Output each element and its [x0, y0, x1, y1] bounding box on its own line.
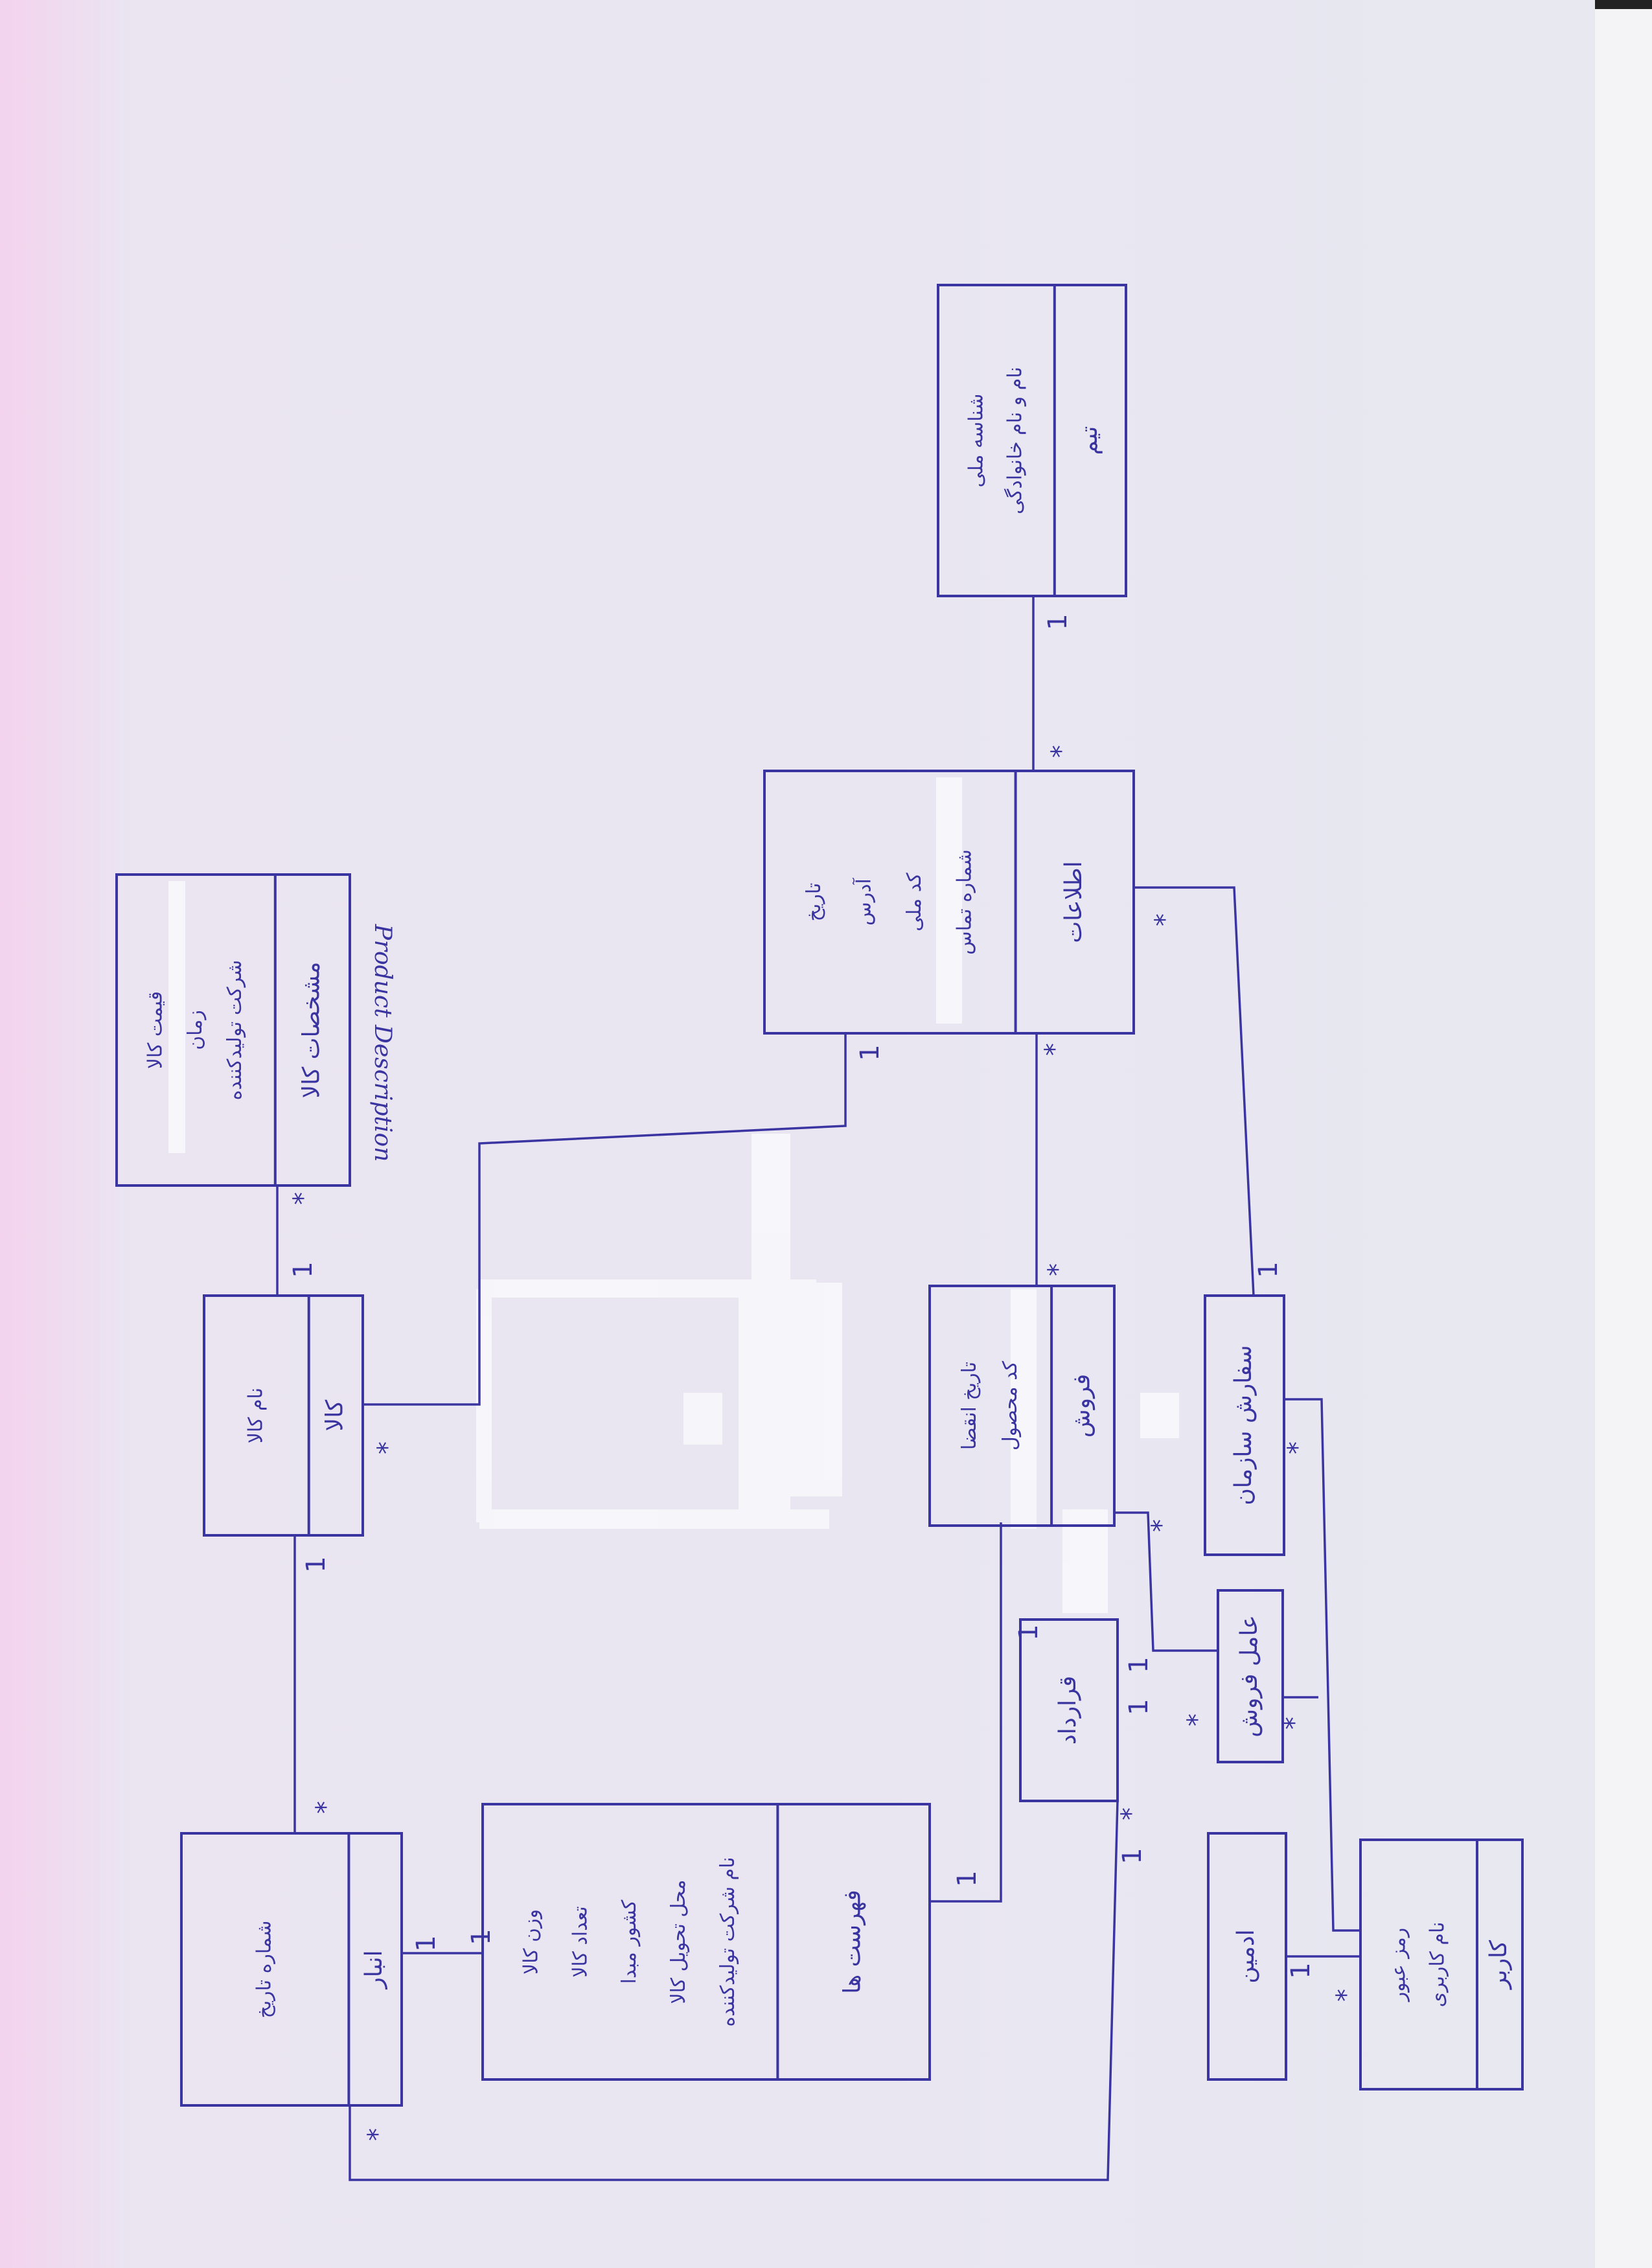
class-attribute: تعداد کالا: [569, 1906, 591, 1977]
multiplicity-label: 1: [288, 1261, 318, 1277]
class-attribute: زمان: [184, 1010, 207, 1050]
multiplicity-label: 1: [1286, 1962, 1316, 1978]
class-attribute: شناسه ملی: [965, 393, 987, 487]
association-line: [1284, 1398, 1360, 1932]
class-attribute: نام کاربری: [1427, 1922, 1449, 2008]
multiplicity-label: *: [1331, 1989, 1361, 2002]
class-attribute: رمز عبور: [1388, 1928, 1410, 2003]
class-title: کالا: [321, 1399, 348, 1432]
class-attribute: نام شرکت تولیدکننده: [717, 1857, 739, 2026]
class-note: Product Description: [369, 924, 396, 1162]
class-title: انبار: [361, 1950, 387, 1989]
class-box-c9: [180, 1832, 403, 2107]
correction-fluid-marks: [168, 777, 1179, 1613]
class-title: ادمین: [1233, 1929, 1259, 1984]
class-border: [481, 1803, 931, 2081]
class-box-c2: [763, 770, 1135, 1035]
multiplicity-label: *: [1040, 1043, 1070, 1056]
class-attribute: شرکت تولیدکننده: [224, 960, 246, 1101]
class-box-c8: [1019, 1618, 1119, 1802]
multiplicity-label: *: [1279, 1717, 1309, 1730]
class-title: فهرست ها: [840, 1890, 866, 1994]
class-border: [180, 1832, 403, 2107]
class-box-c10: [481, 1803, 931, 2081]
multiplicity-label: *: [311, 1801, 341, 1814]
class-attribute: تاریخ: [803, 883, 825, 922]
association-line: [349, 1800, 1119, 2181]
multiplicity-label: 1: [855, 1044, 885, 1060]
multiplicity-label: 1: [952, 1870, 982, 1886]
multiplicity-label: 1: [1043, 613, 1073, 630]
class-attribute: محل تحویل کالا: [667, 1879, 690, 2004]
multiplicity-label: *: [373, 1441, 402, 1454]
class-attribute: کد محصول: [999, 1360, 1022, 1450]
scan-edge: [1595, 0, 1652, 9]
class-title: تیم: [1076, 426, 1103, 455]
association-line: [1114, 1511, 1218, 1652]
class-border: [1019, 1618, 1119, 1802]
class-border: [1359, 1838, 1524, 2090]
class-title: فروش: [1069, 1374, 1096, 1438]
class-title: عامل فروش: [1236, 1615, 1263, 1737]
multiplicity-label: 1: [466, 1929, 496, 1945]
class-attribute: آدرس: [853, 877, 876, 925]
class-border: [928, 1285, 1116, 1527]
association-line: [363, 1033, 847, 1406]
multiplicity-label: *: [1043, 1263, 1073, 1276]
class-border: [203, 1294, 364, 1537]
multiplicity-label: *: [1147, 1519, 1176, 1532]
class-title: کاربر: [1486, 1940, 1512, 1990]
multiplicity-label: *: [1116, 1807, 1146, 1820]
class-attribute: وزن کالا: [520, 1909, 542, 1975]
multiplicity-label: *: [1150, 913, 1180, 926]
multiplicity-label: *: [1046, 745, 1076, 758]
class-attribute: قیمت کالا: [144, 991, 167, 1069]
multiplicity-label: *: [363, 2128, 393, 2141]
multiplicity-label: 1: [411, 1935, 441, 1951]
multiplicity-label: 1: [1124, 1656, 1154, 1673]
class-box-c4: [203, 1294, 364, 1537]
class-attribute: کد ملی: [903, 873, 926, 932]
class-title: سفارش سازمان: [1230, 1345, 1257, 1505]
class-box-c7: [1217, 1589, 1284, 1763]
class-box-c6: [1204, 1294, 1285, 1556]
class-box-c3: [115, 873, 351, 1187]
class-attribute: نام کالا: [244, 1388, 267, 1443]
paper-edge: [1595, 0, 1652, 2268]
class-title: مشخصات کالا: [298, 962, 325, 1099]
class-attribute: کشور مبدا: [618, 1899, 641, 1984]
association-line: [930, 1522, 1002, 1903]
class-box-c1: [937, 284, 1127, 597]
multiplicity-label: 1: [1014, 1624, 1044, 1640]
multiplicity-label: *: [288, 1192, 318, 1205]
class-border: [1217, 1589, 1284, 1763]
class-title: قرارداد: [1055, 1676, 1081, 1745]
association-lines: [276, 596, 1360, 2181]
class-attribute: شماره تاریخ: [253, 1920, 276, 2018]
class-title: اطلاعات: [1061, 861, 1087, 943]
class-border: [115, 873, 351, 1187]
class-border: [937, 284, 1127, 597]
class-attribute: شماره تماس: [954, 849, 976, 955]
class-attribute: تاریخ انقضا: [958, 1362, 981, 1450]
association-line: [1134, 886, 1255, 1296]
class-attribute: نام و نام خانوادگی: [1004, 367, 1026, 514]
multiplicity-label: 1: [1118, 1848, 1147, 1864]
class-box-c5: [928, 1285, 1116, 1527]
multiplicity-label: *: [1283, 1441, 1313, 1454]
multiplicity-label: 1: [1254, 1261, 1283, 1277]
class-box-c12: [1359, 1838, 1524, 2090]
multiplicity-label: 1: [1124, 1699, 1154, 1715]
class-border: [1204, 1294, 1285, 1556]
multiplicity-label: 1: [301, 1556, 331, 1572]
class-border: [763, 770, 1135, 1035]
multiplicity-label: *: [1182, 1713, 1212, 1726]
